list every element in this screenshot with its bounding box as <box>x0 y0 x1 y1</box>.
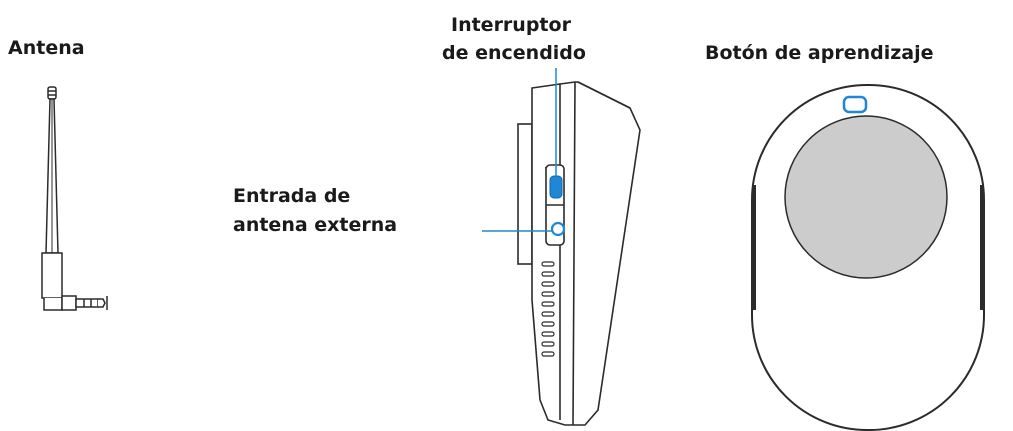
power-switch-label-line2: de encendido <box>442 42 586 64</box>
external-antenna-port-highlight <box>550 221 566 237</box>
device-side-view <box>517 81 641 426</box>
power-switch-highlight <box>549 175 563 199</box>
external-antenna-label-line1: Entrada de <box>233 185 351 207</box>
antenna-label: Antena <box>8 37 85 59</box>
learning-button-label: Botón de aprendizaje <box>705 42 934 64</box>
remote-front-view <box>751 84 985 431</box>
antenna-illustration <box>41 86 108 311</box>
power-switch-label-line1: Interruptor <box>451 14 571 36</box>
external-antenna-label-line2: antena externa <box>233 214 398 236</box>
learning-button-highlight <box>842 95 868 114</box>
